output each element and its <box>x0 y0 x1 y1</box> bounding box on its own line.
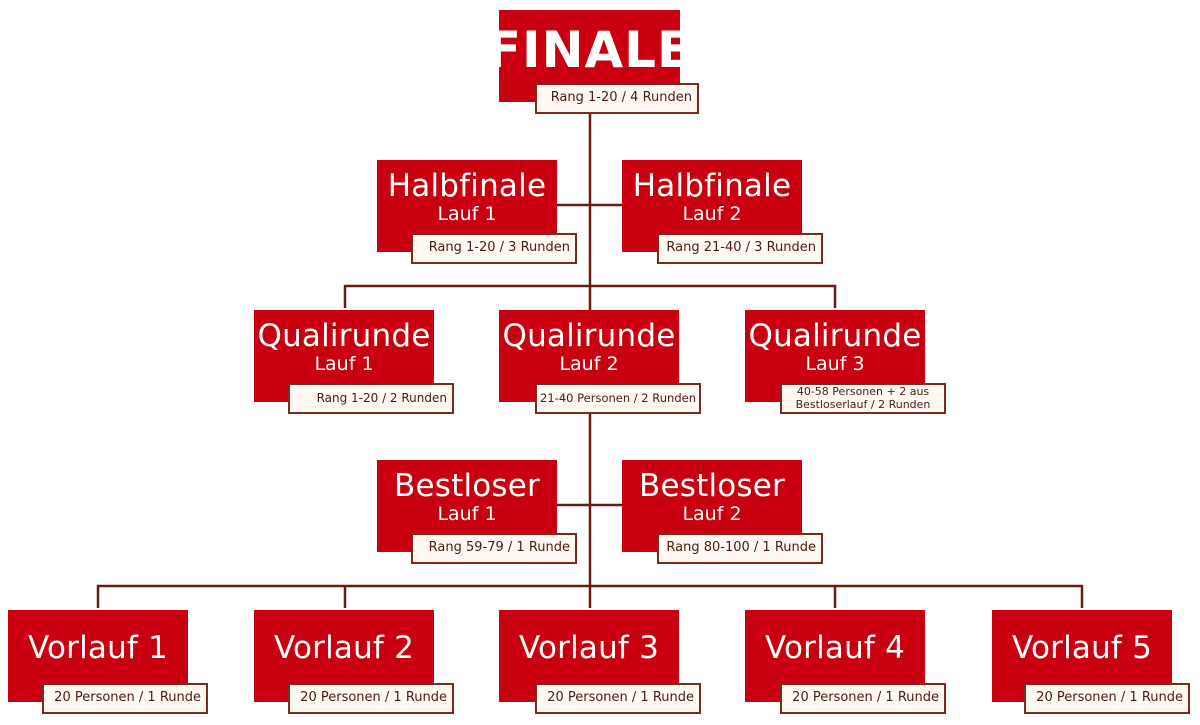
bestloser-1-subtitle: Lauf 1 <box>437 502 497 525</box>
halbfinale-2-detail: Rang 21-40 / 3 Runden <box>657 233 823 264</box>
halbfinale-1-title: Halbfinale <box>387 168 547 204</box>
vorlauf-1-detail: 20 Personen / 1 Runde <box>42 683 208 714</box>
connector-vorlauf-left <box>96 584 1084 608</box>
vorlauf-4-title: Vorlauf 4 <box>764 630 906 666</box>
qualirunde-2-subtitle: Lauf 2 <box>559 352 619 375</box>
qualirunde-1-subtitle: Lauf 1 <box>314 352 374 375</box>
halbfinale-1-detail: Rang 1-20 / 3 Runden <box>411 233 577 264</box>
vorlauf-5-title: Vorlauf 5 <box>1011 630 1153 666</box>
bestloser-2-title: Bestloser <box>639 468 785 504</box>
vorlauf-2-box: Vorlauf 2 <box>254 610 434 702</box>
halbfinale-1-subtitle: Lauf 1 <box>437 202 497 225</box>
halbfinale-2-title: Halbfinale <box>632 168 792 204</box>
halbfinale-2-subtitle: Lauf 2 <box>682 202 742 225</box>
vorlauf-3-detail: 20 Personen / 1 Runde <box>535 683 701 714</box>
bestloser-1-detail: Rang 59-79 / 1 Runde <box>411 533 577 564</box>
bestloser-2-subtitle: Lauf 2 <box>682 502 742 525</box>
vorlauf-5-detail: 20 Personen / 1 Runde <box>1024 683 1190 714</box>
bestloser-1-title: Bestloser <box>394 468 540 504</box>
vorlauf-4-detail: 20 Personen / 1 Runde <box>780 683 946 714</box>
vorlauf-3-title: Vorlauf 3 <box>518 630 660 666</box>
vorlauf-1-title: Vorlauf 1 <box>27 630 169 666</box>
qualirunde-2-detail: 21-40 Personen / 2 Runden <box>535 383 701 414</box>
qualirunde-3-subtitle: Lauf 3 <box>805 352 865 375</box>
connector-qualirunde <box>343 284 837 308</box>
bestloser-2-detail: Rang 80-100 / 1 Runde <box>657 533 823 564</box>
vorlauf-2-detail: 20 Personen / 1 Runde <box>288 683 454 714</box>
finale-detail: Rang 1-20 / 4 Runden <box>535 83 699 114</box>
qualirunde-3-title: Qualirunde <box>748 318 922 354</box>
qualirunde-3-detail: 40-58 Personen + 2 aus Bestloserlauf / 2… <box>780 383 946 414</box>
qualirunde-1-detail: Rang 1-20 / 2 Runden <box>288 383 454 414</box>
finale-title: FINALE <box>486 21 693 79</box>
vorlauf-2-title: Vorlauf 2 <box>273 630 415 666</box>
qualirunde-1-title: Qualirunde <box>257 318 431 354</box>
qualirunde-2-title: Qualirunde <box>502 318 676 354</box>
